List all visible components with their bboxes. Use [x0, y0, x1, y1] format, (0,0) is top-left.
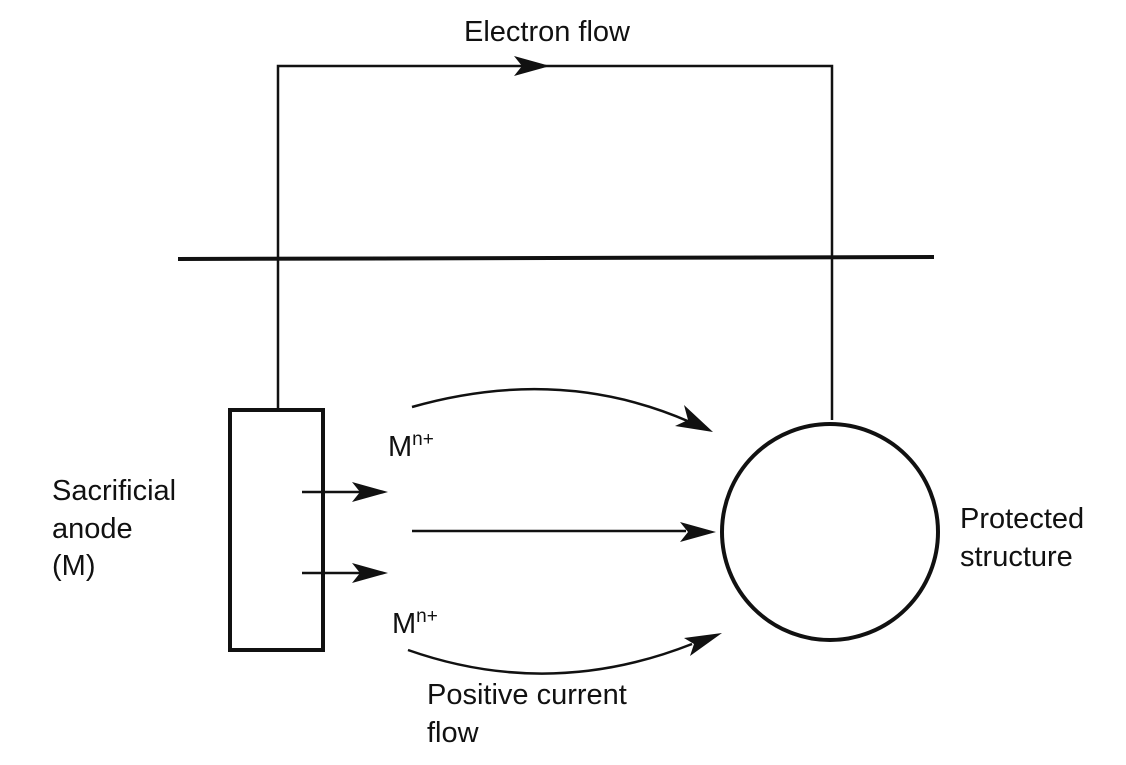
anode-label-line1: Sacrificial	[52, 475, 176, 507]
sacrificial-anode	[228, 408, 325, 652]
structure-label-line2: structure	[960, 541, 1073, 573]
ground-surface-line	[177, 255, 935, 261]
current-arrow-bottom-curve	[407, 642, 693, 675]
anode-label-line3: (M)	[52, 550, 95, 582]
ion-arrow-lower-head	[352, 563, 388, 583]
current-arrow-top-curve	[411, 387, 691, 424]
anode-label-line2: anode	[52, 513, 133, 545]
electron-flow-arrowhead	[514, 56, 550, 76]
ion-arrow-upper-head	[352, 482, 388, 502]
structure-label: Protected structure	[960, 503, 1092, 573]
ion-label-lower: Mn+	[392, 606, 438, 640]
structure-label-line1: Protected	[960, 503, 1084, 535]
external-circuit-wire	[276, 64, 834, 420]
ion-label-upper-sup: n+	[412, 429, 434, 450]
ion-label-upper-base: M	[388, 431, 412, 463]
ion-label-lower-base: M	[392, 608, 416, 640]
protected-structure	[720, 422, 940, 642]
electron-flow-label: Electron flow	[464, 16, 631, 48]
anode-label: Sacrificial anode (M)	[52, 475, 184, 582]
current-flow-label-line1: Positive current	[427, 679, 627, 711]
current-arrow-bottom-head	[684, 633, 722, 656]
current-flow-label: Positive current flow	[427, 679, 635, 749]
current-flow-label-line2: flow	[427, 717, 480, 749]
current-arrow-top-head	[675, 405, 713, 432]
current-arrow-middle-head	[680, 522, 716, 542]
ion-label-upper: Mn+	[388, 429, 434, 463]
ion-label-lower-sup: n+	[416, 606, 438, 627]
